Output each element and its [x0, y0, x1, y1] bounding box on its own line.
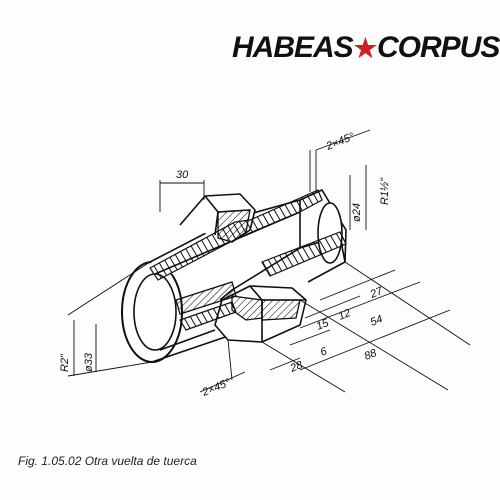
- dim-88: 88: [363, 347, 380, 363]
- dim-chamfer-bottom: 2×45°: [200, 377, 233, 400]
- dim-28: 28: [288, 359, 306, 375]
- thread-rendering: [149, 189, 347, 331]
- brand-part-corpus: CORPUS: [377, 31, 500, 64]
- dim-12: 12: [337, 307, 353, 323]
- star-icon: ★: [353, 33, 377, 63]
- dimension-lines: [67, 129, 471, 393]
- dim-6: 6: [319, 345, 330, 359]
- dim-r-one-half: R1½": [379, 177, 391, 205]
- dim-27: 27: [368, 285, 386, 301]
- dim-chamfer-top: 2×45°: [324, 131, 357, 154]
- dim-30: 30: [176, 169, 189, 181]
- brand-part-habeas: HABEAS: [232, 31, 354, 64]
- figure-caption: Fig. 1.05.02 Otra vuelta de tuerca: [18, 454, 197, 468]
- technical-drawing: 30 2×45° ø24 R1½" 27 12 15 54 6 28 88 2×…: [59, 129, 471, 400]
- dim-diameter-33: ø33: [83, 352, 95, 372]
- dim-diameter-24: ø24: [351, 203, 363, 222]
- dim-15: 15: [315, 317, 332, 333]
- brand-logo: HABEAS★CORPUS: [232, 26, 500, 70]
- dim-r2: R2": [59, 353, 71, 372]
- dim-54: 54: [369, 313, 385, 329]
